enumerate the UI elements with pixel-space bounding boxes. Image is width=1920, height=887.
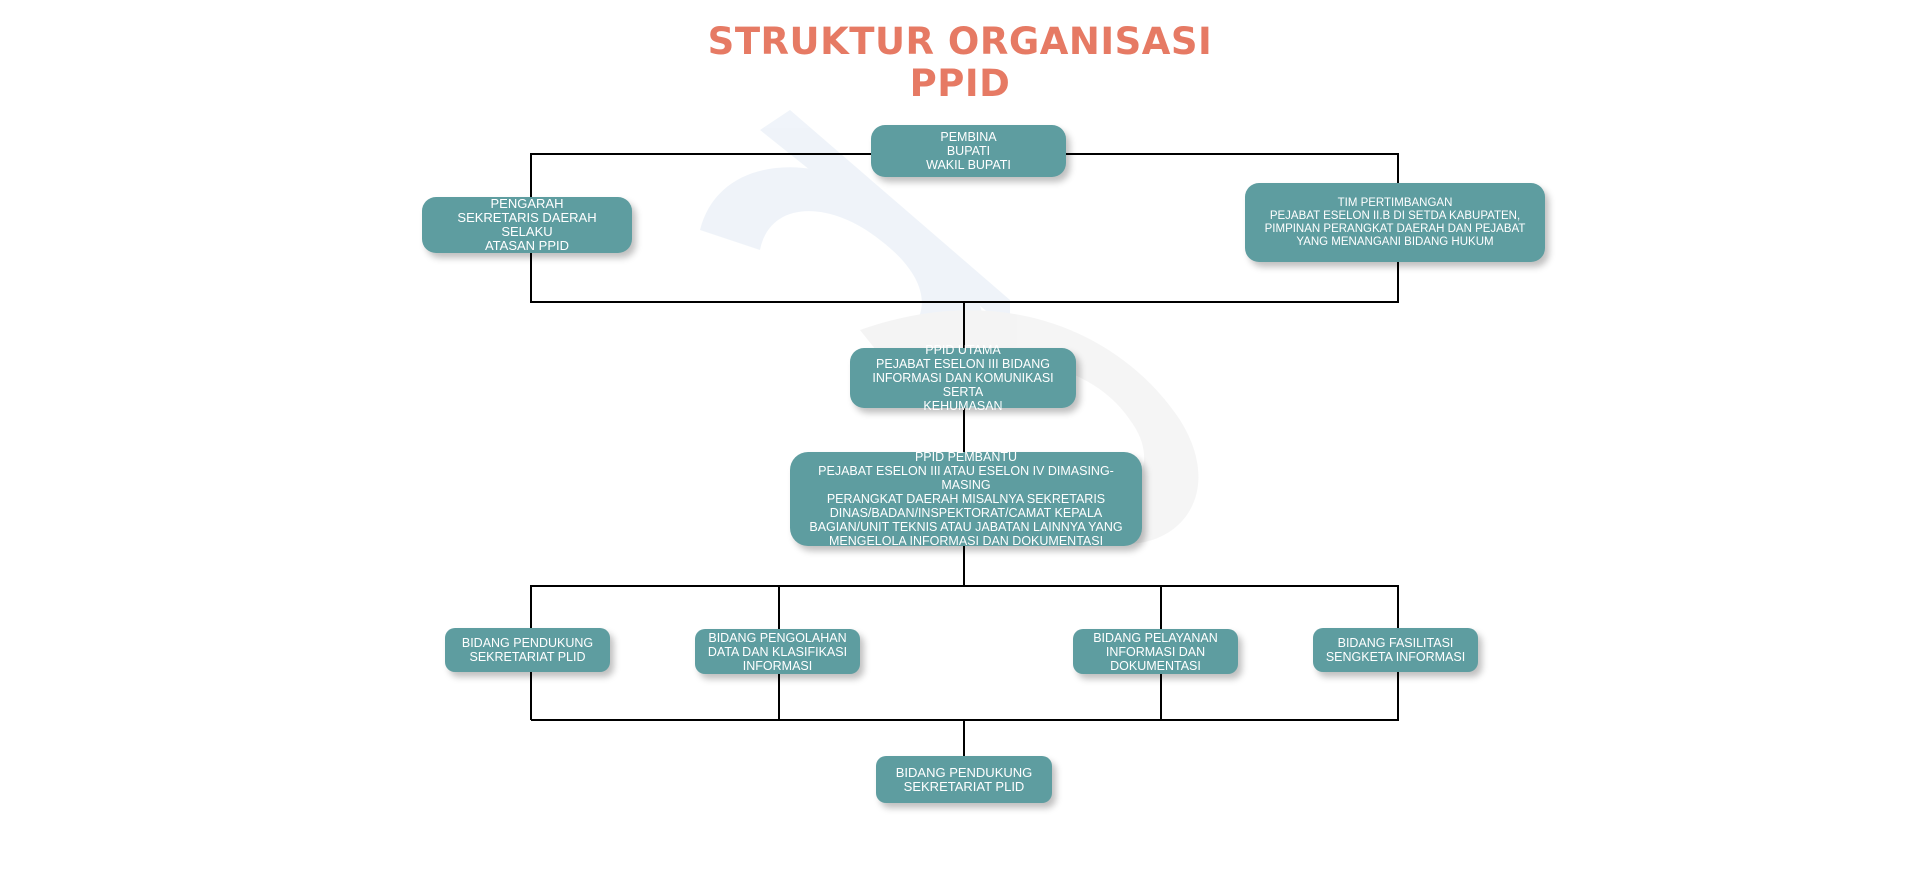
node-bidang-fasilitasi-line: BIDANG FASILITASI [1337, 636, 1454, 650]
page-subtitle: PPID [909, 62, 1011, 105]
node-tim-pertimbangan-line: PEJABAT ESELON II.b di SETDA KABUPATEN, [1269, 209, 1521, 222]
page-title: STRUKTUR ORGANISASI [707, 20, 1213, 63]
node-pengarah-line: SEKRETARIS DAERAH SELAKU [457, 210, 597, 239]
node-bidang-fasilitasi-line: SENGKETA INFORMASI [1325, 650, 1466, 664]
node-tim-pertimbangan-line: PIMPINAN PERANGKAT DAERAH DAN PEJABAT [1264, 222, 1526, 235]
node-pembina: PEMBINA BUPATI WAKIL BUPATI [871, 125, 1066, 177]
node-bidang-pelayanan-line: INFORMASI DAN [1105, 644, 1206, 659]
node-bidang-pengolahan-line: INFORMASI [742, 658, 813, 673]
node-bidang-pengolahan-line: DATA DAN KLASIFIKASI [707, 644, 848, 659]
node-pengarah: PENGARAH SEKRETARIS DAERAH SELAKU ATASAN… [422, 197, 632, 253]
node-ppid-pembantu: PPID PEMBANTU PEJABAT ESELON III ATAU ES… [790, 450, 1142, 548]
node-ppid-utama-line: KEHUMASAN [923, 399, 1003, 413]
node-tim-pertimbangan: TIM PERTIMBANGAN PEJABAT ESELON II.b di … [1245, 183, 1545, 262]
bidang-bracket-line [530, 585, 1399, 721]
node-ppid-utama: PPID UTAMA PEJABAT ESELON III BIDANG INF… [850, 343, 1076, 413]
node-bidang-pendukung-bottom-line: BIDANG PENDUKUNG [895, 764, 1033, 780]
node-pengarah-line: PENGARAH [490, 196, 564, 211]
node-bidang-pengolahan: BIDANG PENGOLAHAN DATA DAN KLASIFIKASI I… [695, 629, 860, 674]
node-bidang-pelayanan: BIDANG PELAYANAN INFORMASI DAN DOKUMENTA… [1073, 629, 1238, 674]
node-pembina-line: WAKIL BUPATI [926, 158, 1011, 172]
node-bidang-pelayanan-line: BIDANG PELAYANAN [1093, 630, 1218, 645]
node-bidang-pendukung-line: SEKRETARIAT PLID [469, 650, 586, 664]
node-ppid-utama-line: INFORMASI DAN KOMUNIKASI SERTA [872, 371, 1054, 399]
node-ppid-pembantu-line: PERANGKAT DAERAH MISALNYA SEKRETARIS [826, 492, 1106, 506]
node-ppid-pembantu-line: BAGIAN/UNIT TEKNIS ATAU JABATAN LAINNYA … [809, 520, 1123, 534]
node-bidang-pendukung: BIDANG PENDUKUNG SEKRETARIAT PLID [445, 628, 610, 672]
node-pembina-line: PEMBINA [940, 130, 997, 144]
node-bidang-pendukung-line: BIDANG PENDUKUNG [461, 636, 594, 650]
node-ppid-pembantu-line: DINAS/BADAN/INSPEKTORAT/CAMAT KEPALA [829, 506, 1103, 520]
node-pengarah-line: ATASAN PPID [484, 238, 570, 253]
node-ppid-pembantu-line: PPID PEMBANTU [914, 450, 1018, 464]
node-ppid-utama-line: PPID UTAMA [925, 343, 1001, 357]
node-pembina-line: BUPATI [946, 144, 991, 158]
node-tim-pertimbangan-line: TIM PERTIMBANGAN [1337, 196, 1453, 209]
node-ppid-utama-line: PEJABAT ESELON III BIDANG [876, 357, 1050, 371]
node-ppid-pembantu-line: PEJABAT ESELON III ATAU ESELON IV DIMASI… [818, 464, 1114, 492]
node-ppid-pembantu-line: MENGELOLA INFORMASI DAN DOKUMENTASI [828, 534, 1104, 548]
node-bidang-pelayanan-line: DOKUMENTASI [1110, 658, 1201, 673]
node-bidang-pendukung-bottom-line: SEKRETARIAT PLID [903, 778, 1025, 794]
node-bidang-pendukung-bottom: BIDANG PENDUKUNG SEKRETARIAT PLID [876, 756, 1052, 803]
node-bidang-pengolahan-line: BIDANG PENGOLAHAN [708, 630, 847, 645]
node-bidang-fasilitasi: BIDANG FASILITASI SENGKETA INFORMASI [1313, 628, 1478, 672]
node-tim-pertimbangan-line: YANG MENANGANI BIDANG HUKUM [1296, 235, 1494, 248]
